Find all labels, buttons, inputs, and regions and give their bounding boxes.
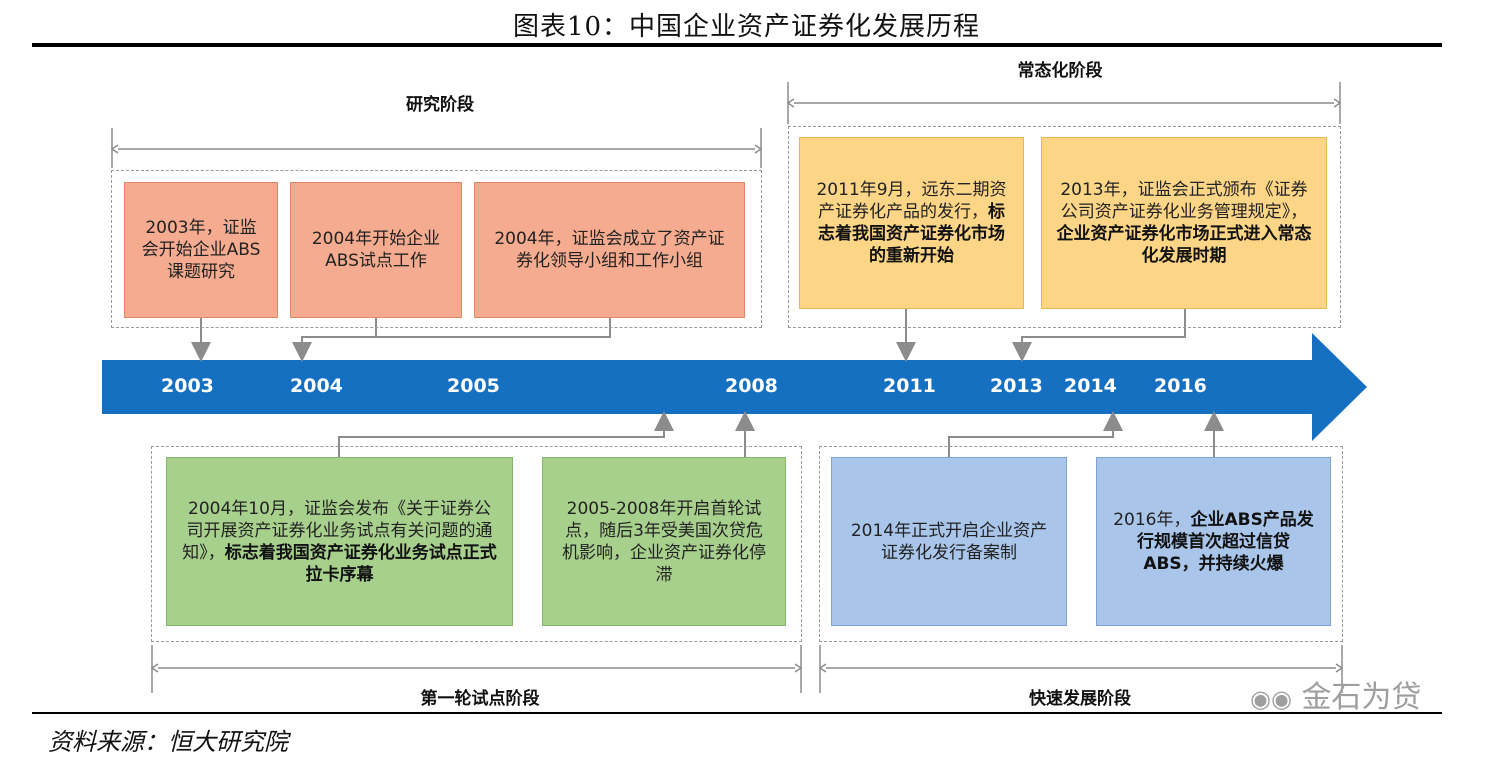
event-box-2011: 2011年9月，远东二期资产证券化产品的发行，标志着我国资产证券化市场的重新开始	[799, 137, 1024, 309]
year-label-2005: 2005	[447, 375, 500, 397]
stage-label-research: 研究阶段	[406, 95, 474, 115]
year-label-2004: 2004	[290, 375, 343, 397]
event-box-2005-2008: 2005-2008年开启首轮试点，随后3年受美国次贷危机影响，企业资产证券化停滞	[542, 457, 786, 626]
year-label-2008: 2008	[725, 375, 778, 397]
bracket-normalized	[786, 82, 1342, 124]
event-box-2013: 2013年，证监会正式颁布《证券公司资产证券化业务管理规定》，企业资产证券化市场…	[1041, 137, 1327, 309]
watermark-text: 金石为贷	[1301, 680, 1422, 715]
bracket-fast-growth	[818, 645, 1344, 693]
top-rule	[32, 43, 1442, 47]
bottom-rule	[32, 712, 1442, 714]
bracket-research	[110, 128, 763, 168]
panel-first-pilot	[151, 446, 802, 642]
timeline-arrow	[102, 333, 1367, 441]
year-label-2013: 2013	[990, 375, 1043, 397]
year-label-2014: 2014	[1064, 375, 1117, 397]
stage-label-normalized: 常态化阶段	[1017, 61, 1103, 81]
figure-title: 图表10：中国企业资产证券化发展历程	[512, 12, 981, 42]
event-box-2004: 2004年开始企业ABS试点工作	[290, 182, 462, 318]
year-label-2003: 2003	[161, 375, 214, 397]
wechat-icon: ◉◉	[1250, 685, 1292, 713]
panel-normalized	[788, 126, 1341, 328]
event-box-2016: 2016年，企业ABS产品发行规模首次超过信贷ABS，并持续火爆	[1096, 457, 1331, 626]
panel-research	[111, 170, 762, 328]
stage-label-first-pilot: 第一轮试点阶段	[420, 689, 540, 709]
year-label-2011: 2011	[883, 375, 936, 397]
bottom-connectors	[338, 411, 1224, 457]
watermark: ◉◉ 金石为贷	[1250, 672, 1421, 716]
event-box-2014: 2014年正式开启企业资产证券化发行备案制	[831, 457, 1067, 626]
event-box-2003: 2003年，证监会开始企业ABS课题研究	[124, 182, 278, 318]
event-box-2004-group: 2004年，证监会成立了资产证券化领导小组和工作小组	[474, 182, 745, 318]
year-label-2016: 2016	[1154, 375, 1207, 397]
bracket-first-pilot	[150, 645, 803, 693]
source-note: 资料来源：恒大研究院	[48, 728, 288, 756]
event-box-2004-10: 2004年10月，证监会发布《关于证券公司开展资产证券化业务试点有关问题的通知》…	[166, 457, 513, 626]
panel-fast-growth	[819, 446, 1343, 642]
stage-label-fast-growth: 快速发展阶段	[1029, 689, 1131, 709]
